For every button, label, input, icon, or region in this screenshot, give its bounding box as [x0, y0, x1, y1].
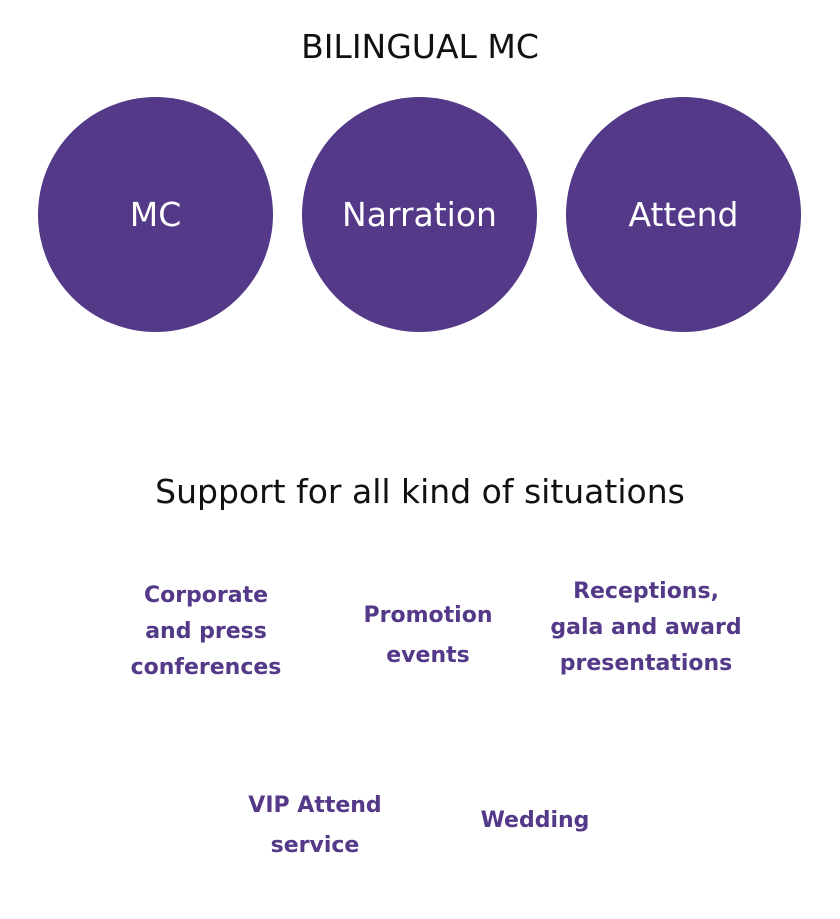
service-label: MC — [129, 195, 182, 234]
page-title: BILINGUAL MC — [301, 27, 539, 66]
section-title: Support for all kind of situations — [155, 472, 685, 511]
service-circle-narration: Narration — [302, 97, 537, 332]
situation-line: VIP Attend — [248, 793, 382, 818]
situation-corporate: Corporate and press conferences — [106, 578, 306, 686]
situation-line: events — [386, 643, 470, 668]
situation-promotion: Promotion events — [346, 596, 510, 676]
situation-line: gala and award — [550, 615, 742, 640]
service-label: Attend — [628, 195, 739, 234]
situation-line: presentations — [559, 651, 733, 676]
situation-line: conferences — [130, 655, 282, 680]
situation-line: Promotion — [363, 603, 493, 628]
situation-line: Wedding — [480, 808, 590, 833]
situation-line: service — [270, 833, 360, 858]
situation-line: Receptions, — [573, 579, 719, 604]
service-circle-attend: Attend — [566, 97, 801, 332]
situation-vip-attend: VIP Attend service — [222, 786, 408, 866]
service-label: Narration — [342, 195, 497, 234]
situation-wedding: Wedding — [464, 803, 606, 839]
service-circle-mc: MC — [38, 97, 273, 332]
situation-line: and press — [145, 619, 267, 644]
situation-receptions: Receptions, gala and award presentations — [536, 574, 756, 682]
situation-line: Corporate — [143, 583, 269, 608]
